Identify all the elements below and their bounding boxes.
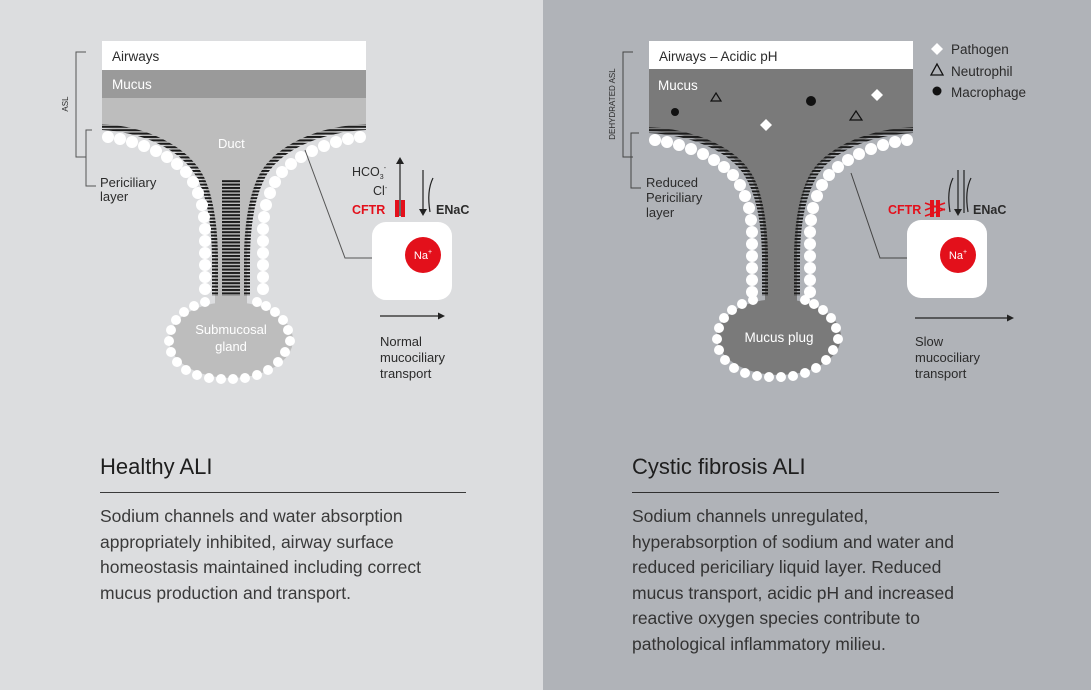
cf-epithelial-cells [649, 134, 913, 298]
duct-label: Duct [218, 136, 245, 151]
cf-na-label: Na+ [949, 249, 967, 262]
asl-label: ASL [61, 96, 70, 112]
asl-bracket [75, 51, 86, 158]
legend-macrophage-label: Macrophage [951, 85, 1026, 100]
cf-desc-line: Sodium channels unregulated, [632, 506, 869, 526]
cf-panel: Airways – Acidic pH Mucus Mucus plug Pat… [543, 0, 1091, 690]
cf-title: Cystic fibrosis ALI [632, 454, 806, 479]
transport-label-3: transport [380, 366, 432, 381]
cf-divider [632, 492, 999, 493]
enac-label: ENaC [436, 203, 469, 217]
cf-desc-line: reduced periciliary liquid layer. Reduce… [632, 557, 942, 577]
neutrophil-icon [709, 91, 723, 102]
gland-label-2: gland [215, 339, 247, 354]
cf-periciliary-bracket [630, 132, 641, 189]
periciliary-label-1: Periciliary [100, 175, 157, 190]
blocked-cftr-icon [924, 200, 946, 217]
healthy-desc-line: Sodium channels and water absorption [100, 506, 403, 526]
legend-macrophage-icon [932, 86, 942, 96]
gland-body [169, 302, 293, 378]
cf-mucus-layer [649, 69, 913, 300]
periciliary-bracket [85, 129, 96, 187]
cf-desc-line: mucus transport, acidic pH and increased [632, 582, 954, 603]
cftr-label: CFTR [352, 203, 385, 217]
hco3-label: HCO3- [352, 165, 387, 181]
transport-arrow-icon [438, 312, 445, 320]
cf-gland-cells [712, 295, 843, 382]
mucus-plug-label: Mucus plug [744, 330, 813, 345]
neutrophil-icon [848, 109, 864, 121]
cf-desc-line: reactive oxygen species contribute to [632, 608, 920, 628]
mucus-plug-body [717, 299, 841, 375]
cf-periciliary-label-3: layer [646, 205, 675, 220]
efflux-arrow-icon [396, 157, 404, 164]
cf-asl-label: DEHYDRATED ASL [608, 68, 617, 140]
epithelial-cells [102, 131, 366, 295]
mucus-label: Mucus [112, 77, 152, 92]
macrophage-icon [806, 96, 816, 106]
airways-layer [102, 41, 366, 70]
healthy-desc-line: mucus production and transport. [100, 582, 351, 603]
cftr-channel-icon [395, 200, 399, 217]
cf-asl-bracket [622, 51, 633, 158]
legend-pathogen-icon [931, 43, 943, 55]
na-label: Na+ [414, 249, 432, 262]
cf-transport-label-1: Slow [915, 334, 944, 349]
cf-desc-line: hyperabsorption of sodium and water and [632, 531, 955, 552]
cf-diagram: Airways – Acidic pH Mucus Mucus plug Pat… [608, 41, 1026, 382]
cf-transport-label-2: mucociliary [915, 350, 981, 365]
healthy-panel: Airways Mucus Duct Submucosal gland ASL … [0, 0, 543, 690]
influx-arrow-icon [419, 209, 427, 216]
cell-leader-line [304, 149, 372, 259]
macrophage-icon [671, 108, 679, 116]
cf-transport-label-3: transport [915, 366, 967, 381]
legend-pathogen-label: Pathogen [951, 42, 1009, 57]
cf-periciliary-label-1: Reduced [646, 175, 698, 190]
cf-cell-leader-line [850, 172, 907, 259]
cf-mucus-label: Mucus [658, 78, 698, 93]
healthy-title: Healthy ALI [100, 454, 213, 479]
na-ion [405, 237, 441, 273]
cf-periciliary-label-2: Periciliary [646, 190, 703, 205]
airways-label: Airways [112, 49, 160, 64]
transport-label-1: Normal [380, 334, 422, 349]
cf-enac-channel-icon [966, 177, 972, 213]
cf-transport-arrow-icon [1007, 314, 1014, 322]
cf-na-ion [940, 237, 976, 273]
healthy-diagram: Airways Mucus Duct Submucosal gland ASL … [61, 41, 469, 384]
healthy-divider [100, 492, 466, 493]
pathogen-icon [760, 119, 772, 131]
pathogen-icon [871, 89, 883, 101]
cf-enac-label: ENaC [973, 203, 1006, 217]
cf-cftr-label: CFTR [888, 203, 921, 217]
cf-airways-label: Airways – Acidic pH [659, 49, 778, 64]
transport-label-2: mucociliary [380, 350, 446, 365]
cl-label: Cl- [373, 184, 388, 198]
periciliary-label-2: layer [100, 189, 129, 204]
legend-neutrophil-icon [929, 62, 945, 76]
mucus-layer [102, 70, 366, 98]
legend-neutrophil-label: Neutrophil [951, 64, 1013, 79]
enac-channel-icon [428, 177, 434, 213]
healthy-desc-line: appropriately inhibited, airway surface [100, 531, 394, 552]
gland-cells [164, 297, 295, 384]
cf-description: Sodium channels unregulated, hyperabsorp… [632, 504, 1042, 657]
cf-influx-arrow-icon [954, 209, 962, 216]
legend: Pathogen Neutrophil Macrophage [929, 42, 1026, 100]
healthy-desc-line: homeostasis maintained including correct [100, 557, 421, 577]
cf-airways-layer [649, 41, 913, 69]
cf-desc-line: pathological inflammatory milieu. [632, 633, 886, 654]
gland-label-1: Submucosal [195, 322, 267, 337]
duct-cilia [222, 180, 240, 296]
healthy-description: Sodium channels and water absorption app… [100, 504, 500, 606]
